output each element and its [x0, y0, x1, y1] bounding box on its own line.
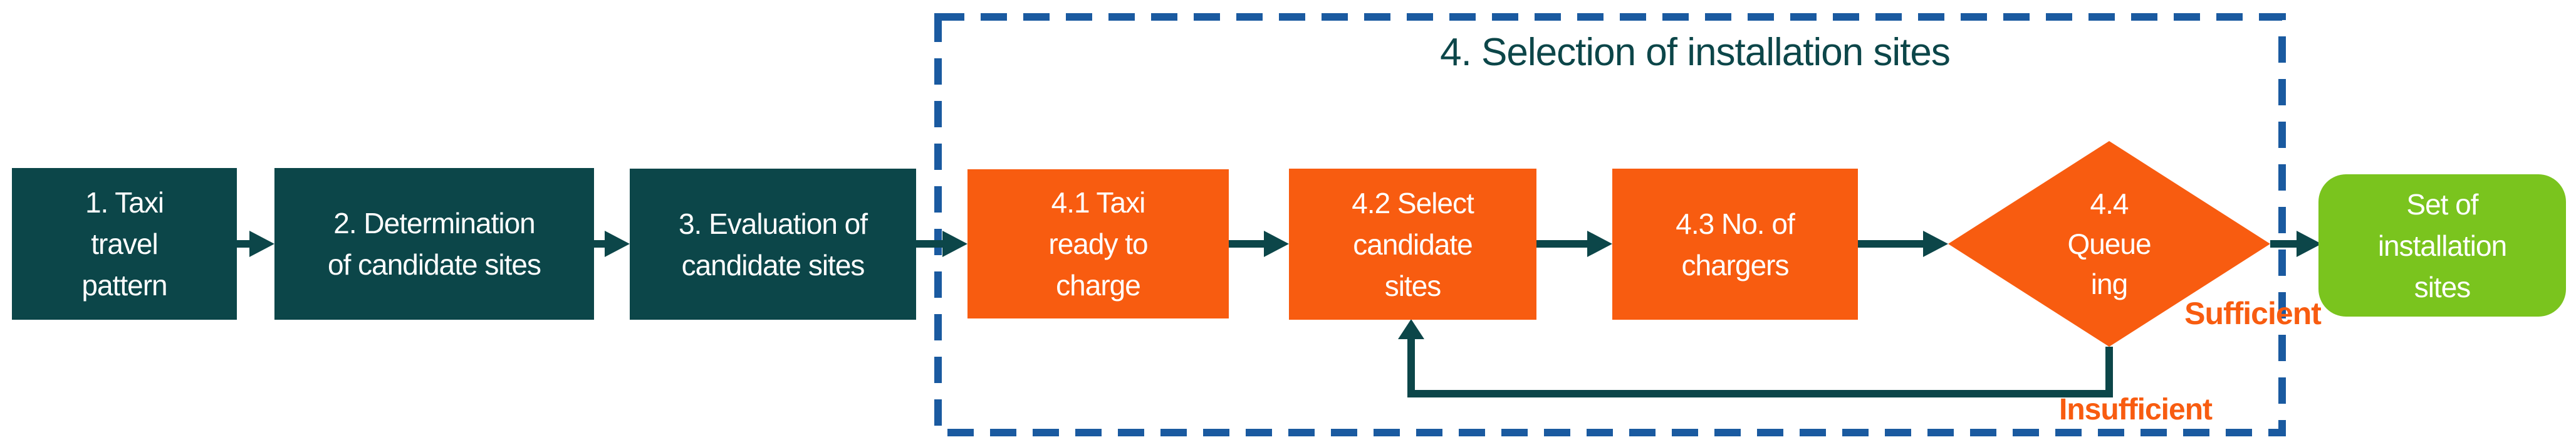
flow-step-label-line: 1. Taxi — [85, 186, 164, 219]
flow-step-label-line: installation — [2377, 229, 2507, 262]
flow-step-label-line: Set of — [2406, 187, 2478, 221]
arrow-evaluation-to-taxi-ready — [916, 231, 967, 257]
arrow-taxi-ready-to-select-sites — [1229, 231, 1289, 257]
flow-step-label-line: sites — [1384, 269, 1442, 302]
flow-step-label-line: candidate sites — [681, 248, 865, 281]
flow-step-label-line: sites — [2414, 270, 2471, 303]
arrow-queueing-to-installation-sites — [2270, 231, 2322, 257]
flow-step-label-line: 4.3 No. of — [1676, 207, 1795, 240]
flow-output-set-of-installation-sites: Set of installation sites — [2318, 174, 2566, 317]
flow-step-label-line: charge — [1056, 269, 1141, 302]
feedback-arrow-insufficient-to-select-sites — [1398, 319, 2113, 397]
branch-label-insufficient: Insufficient — [2058, 393, 2213, 426]
selection-group-dashed-border — [934, 13, 2286, 436]
flow-step-label-line: 4.1 Taxi — [1051, 186, 1146, 219]
selection-group-title: 4. Selection of installation sites — [1440, 31, 1951, 74]
flow-step-label-line: pattern — [81, 269, 167, 302]
arrow-determination-to-evaluation — [594, 231, 630, 257]
flow-step-taxi-travel-pattern: 1. Taxi travel pattern — [12, 168, 237, 320]
flow-step-label-line: 3. Evaluation of — [678, 207, 868, 240]
flow-step-label-line: travel — [91, 228, 158, 260]
flow-step-label-line: ing — [2090, 268, 2128, 300]
flow-step-label-line: Queue — [2067, 228, 2151, 260]
flow-step-label-line: candidate — [1353, 228, 1473, 261]
flow-step-select-candidate-sites: 4.2 Select candidate sites — [1289, 169, 1536, 320]
flow-step-evaluation-of-candidate-sites: 3. Evaluation of candidate sites — [630, 169, 916, 320]
flow-step-label-line: of candidate sites — [327, 248, 541, 281]
flow-step-no-of-chargers: 4.3 No. of chargers — [1612, 169, 1858, 320]
flow-step-taxi-ready-to-charge: 4.1 Taxi ready to charge — [967, 169, 1229, 318]
arrow-no-of-chargers-to-queueing — [1858, 231, 1948, 257]
queueing-diamond-shape — [1948, 141, 2270, 347]
flow-step-determination-of-candidate-sites: 2. Determination of candidate sites — [274, 168, 594, 320]
flow-step-label-line: 4.2 Select — [1352, 186, 1474, 219]
flow-step-label-line: ready to — [1048, 228, 1148, 260]
flow-decision-queueing: 4.4 Queue ing — [2015, 184, 2203, 303]
flow-step-label-line: 4.4 — [2090, 187, 2129, 220]
flow-step-label-line: chargers — [1681, 248, 1790, 281]
branch-label-sufficient: Sufficient — [2184, 296, 2322, 331]
arrow-taxi-pattern-to-determination — [237, 231, 274, 257]
arrow-select-sites-to-no-of-chargers — [1536, 231, 1612, 257]
flow-step-label-line: 2. Determination — [333, 207, 535, 239]
